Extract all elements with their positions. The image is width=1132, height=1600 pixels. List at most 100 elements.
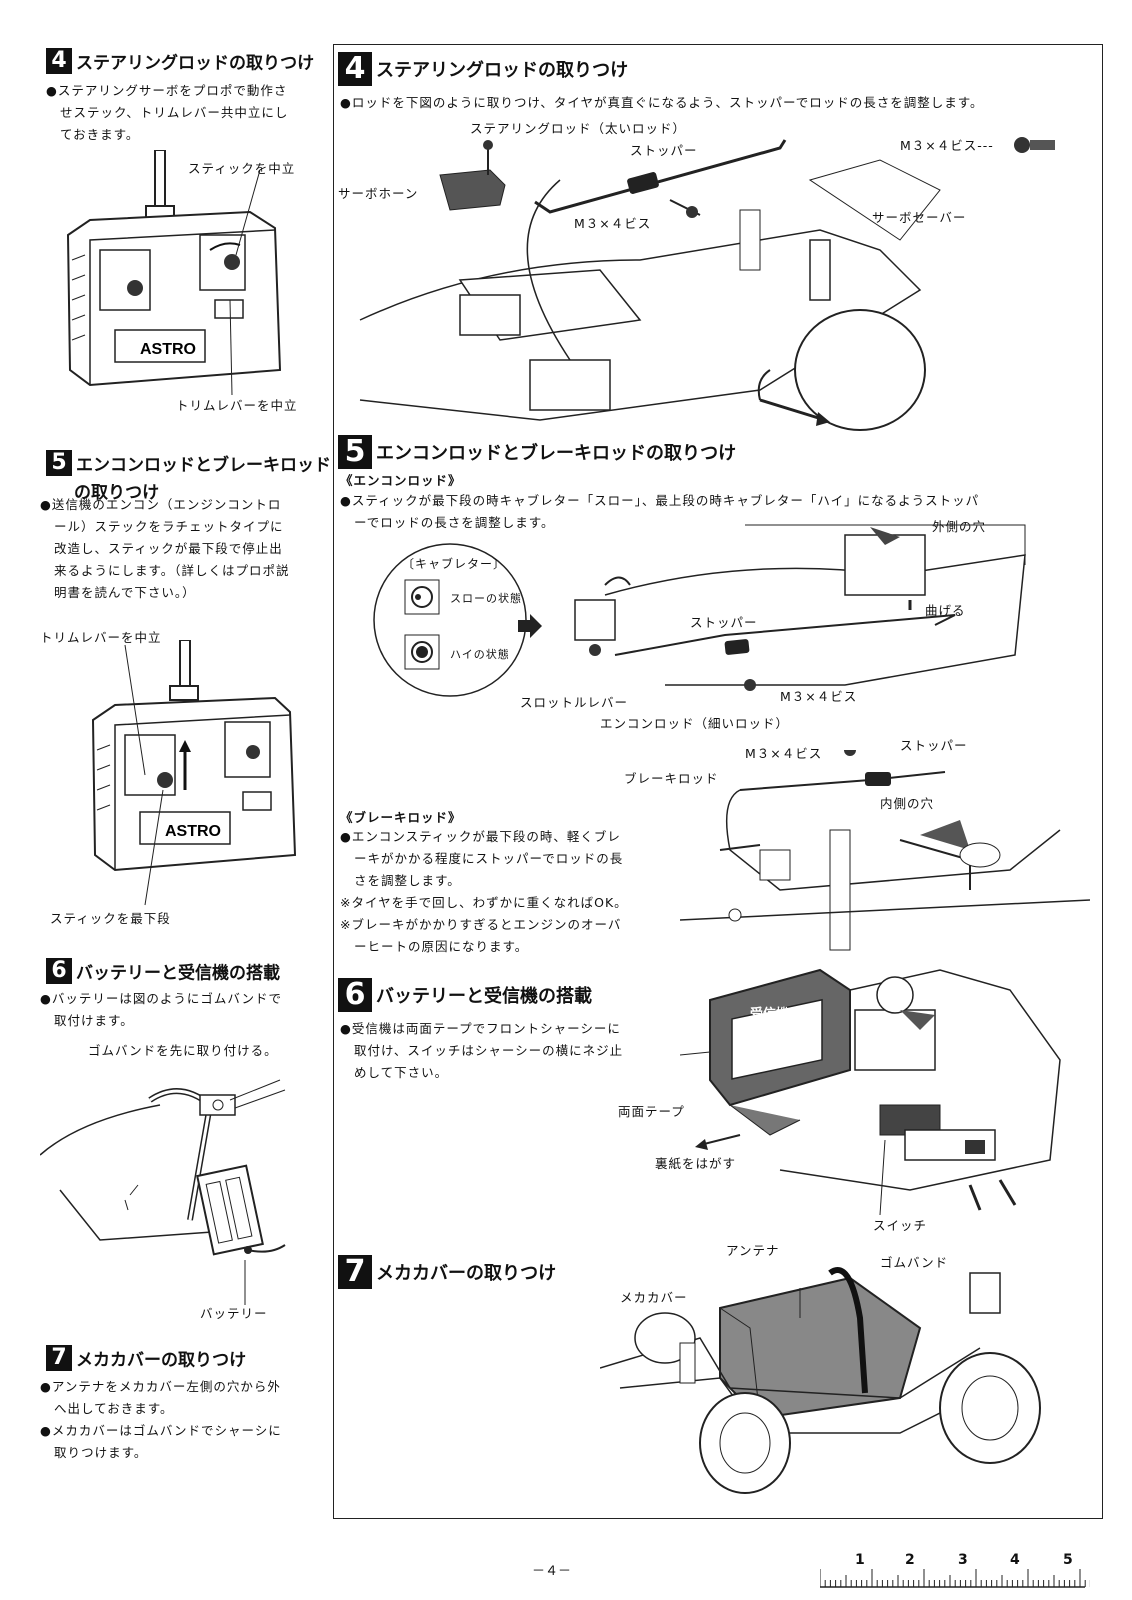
- label-screw-top: M３×４ビス---: [900, 138, 994, 153]
- right-step5-text: ●スティックが最下段の時キャブレター「スロー」、最上段の時キャブレター「ハイ」に…: [340, 490, 979, 534]
- text-line: 来るようにします。（詳しくはプロポ説: [54, 563, 290, 578]
- right-step4-text: ●ロッドを下図のように取りつけ、タイヤが真直ぐになるよう、ストッパーでロッドの長…: [340, 95, 984, 110]
- label-stick-bottom: スティックを最下段: [50, 911, 171, 926]
- step-title: エンコンロッドとブレーキロッドの取りつけ: [376, 443, 737, 464]
- label-encon-rod: エンコンロッド（細いロッド）: [600, 716, 790, 731]
- text-line: ●エンコンスティックが最下段の時、軽くブレ: [340, 829, 621, 844]
- label-inner-hole: 内側の穴: [880, 796, 935, 811]
- brake-diagram: [680, 750, 1090, 951]
- label-antenna: アンテナ: [726, 1243, 780, 1258]
- label-screw-3: M３×４ビス: [745, 746, 823, 761]
- step-title: メカカバーの取りつけ: [376, 1263, 557, 1284]
- mecha-cover-diagram: [600, 1267, 1041, 1494]
- label-double-tape: 両面テープ: [618, 1104, 685, 1119]
- label-trim-center-2: トリムレバーを中立: [40, 630, 162, 645]
- label-screw: M３×４ビス: [574, 216, 652, 231]
- right-brake-text: ●エンコンスティックが最下段の時、軽くブレ ーキがかかる程度にストッパーでロッド…: [340, 826, 660, 958]
- text-line: ●バッテリーは図のようにゴムバンドで: [40, 991, 283, 1006]
- step-title: エンコンロッドとブレーキロッド: [76, 455, 331, 476]
- text-line: せステック、トリムレバー共中立にし: [60, 105, 289, 120]
- carburetor-inset: [373, 543, 527, 697]
- text-line: 取りつけます。: [54, 1445, 148, 1460]
- step-title: ステアリングロッドの取りつけ: [76, 53, 315, 74]
- label-peel-backing: 裏紙をはがす: [655, 1156, 737, 1171]
- screw-icon: [1014, 137, 1055, 153]
- main-panel: [333, 44, 1103, 1519]
- transmitter-illustration-2: ASTRO: [91, 640, 297, 906]
- step-title: バッテリーと受信機の搭載: [376, 986, 592, 1007]
- label-stopper-3: ストッパー: [900, 738, 968, 753]
- receiver-label: 受信機: [750, 1006, 789, 1022]
- left-step7-text: ●アンテナをメカカバー左側の穴から外 へ出しておきます。 ●メカカバーはゴムバン…: [40, 1376, 320, 1464]
- text-line: ※タイヤを手で回し、わずかに重くなればOK。: [340, 895, 628, 910]
- label-stick-center: スティックを中立: [188, 161, 296, 176]
- label-rubber-band: ゴムバンド: [880, 1255, 949, 1270]
- text-line: ーキがかかる程度にストッパーでロッドの長: [354, 851, 624, 866]
- step-number: 6: [46, 958, 72, 984]
- encon-diagram: [574, 524, 1026, 691]
- step-number: 4: [338, 52, 372, 86]
- left-step6-text: ●バッテリーは図のようにゴムバンドで 取付けます。: [40, 988, 320, 1032]
- ruler-label: 2: [905, 1552, 915, 1568]
- sub-heading-encon: 《エンコンロッド》: [340, 473, 462, 488]
- label-brake-rod: ブレーキロッド: [624, 771, 719, 786]
- label-stopper: ストッパー: [630, 143, 698, 158]
- label-screw-2: M３×４ビス: [780, 689, 858, 704]
- ruler-label: 5: [1063, 1552, 1073, 1568]
- label-servo-horn: サーボホーン: [338, 186, 419, 201]
- scale-ruler: 1 2 3 4 5: [820, 1552, 1112, 1588]
- ruler-label: 3: [958, 1552, 968, 1568]
- step-number: 5: [338, 435, 372, 469]
- text-line: ーでロッドの長さを調整します。: [354, 515, 555, 530]
- label-throttle-lever: スロットルレバー: [520, 695, 629, 710]
- text-line: 明書を読んで下さい。）: [54, 585, 196, 600]
- text-line: ●スティックが最下段の時キャブレター「スロー」、最上段の時キャブレター「ハイ」に…: [340, 493, 980, 508]
- page-number: －４－: [532, 1564, 572, 1579]
- step-number: 4: [46, 48, 72, 74]
- brand-logo: ASTRO: [165, 823, 221, 840]
- left-step5-text: ●送信機のエンコン（エンジンコントロ ール）ステックをラチェットタイプに 改造し…: [40, 494, 320, 604]
- receiver-diagram: 受信機: [680, 968, 1061, 1216]
- text-line: めして下さい。: [354, 1065, 449, 1080]
- label-steering-rod: ステアリングロッド（太いロッド）: [470, 121, 687, 136]
- ruler-ticks: [820, 1569, 1090, 1588]
- battery-illustration: [40, 1079, 286, 1305]
- ruler-label: 4: [1010, 1552, 1020, 1568]
- step-number: 5: [46, 450, 72, 476]
- ruler-label: 1: [855, 1552, 865, 1568]
- text-line: ●ステアリングサーボをプロポで動作さ: [46, 83, 288, 98]
- step-title: ステアリングロッドの取りつけ: [376, 60, 629, 81]
- step-number: 6: [338, 978, 372, 1012]
- label-trim-center: トリムレバーを中立: [176, 398, 298, 413]
- text-line: ておきます。: [60, 127, 140, 142]
- brand-logo: ASTRO: [140, 341, 196, 358]
- steering-diagram: [359, 137, 1055, 431]
- label-servo-saver: サーボセーバー: [872, 210, 967, 225]
- text-line: ※ブレーキがかかりすぎるとエンジンのオーバ: [340, 917, 622, 932]
- text-line: 改造し、スティックが最下段で停止出: [54, 541, 283, 556]
- right-step6-text: ●受信機は両面テープでフロントシャーシーに 取付け、スイッチはシャーシーの横にネ…: [340, 1018, 660, 1084]
- text-line: 取付け、スイッチはシャーシーの横にネジ止: [354, 1043, 624, 1058]
- carb-title: 〔キャブレター〕: [402, 557, 507, 571]
- step-title-cont: の取りつけ: [74, 483, 160, 503]
- label-battery: バッテリー: [200, 1306, 268, 1321]
- label-stopper-2: ストッパー: [690, 615, 758, 630]
- left-step4-text: ●ステアリングサーボをプロポで動作さ せステック、トリムレバー共中立にし ておき…: [46, 80, 316, 146]
- step-number: 7: [338, 1255, 372, 1289]
- text-line: ●受信機は両面テープでフロントシャーシーに: [340, 1021, 621, 1036]
- text-line: さを調整します。: [354, 873, 461, 888]
- step-title: バッテリーと受信機の搭載: [76, 963, 280, 984]
- label-outer-hole: 外側の穴: [932, 519, 987, 534]
- step-title: メカカバーの取りつけ: [76, 1350, 247, 1371]
- carb-slow: スローの状態: [450, 592, 522, 605]
- text-line: ●メカカバーはゴムバンドでシャーシに: [40, 1423, 282, 1438]
- label-band-first: ゴムバンドを先に取り付ける。: [88, 1043, 278, 1058]
